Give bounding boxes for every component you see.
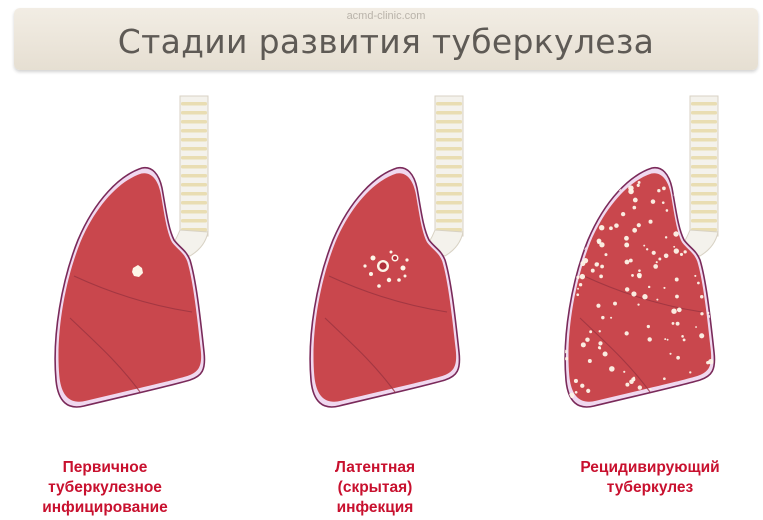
watermark: acmd-clinic.com xyxy=(14,10,758,22)
caption-line: инфицирование xyxy=(5,498,205,518)
lung-diagram-primary xyxy=(40,90,250,420)
caption-latent: Латентная (скрытая) инфекция xyxy=(275,458,475,518)
trachea xyxy=(168,96,208,256)
lung-diagram-latent xyxy=(295,90,505,420)
lung-diagram-recurrent xyxy=(550,90,760,420)
title-banner: acmd-clinic.com Стадии развития туберкул… xyxy=(14,8,758,70)
page-title: Стадии развития туберкулеза xyxy=(14,22,758,61)
trachea xyxy=(423,96,463,256)
caption-line: Рецидивирующий xyxy=(550,458,750,478)
caption-line: туберкулезное xyxy=(5,478,205,498)
caption-line: Латентная xyxy=(275,458,475,478)
caption-recurrent: Рецидивирующий туберкулез xyxy=(550,458,750,498)
caption-line: инфекция xyxy=(275,498,475,518)
trachea xyxy=(678,96,718,256)
caption-line: туберкулез xyxy=(550,478,750,498)
caption-primary: Первичное туберкулезное инфицирование xyxy=(5,458,205,518)
caption-line: (скрытая) xyxy=(275,478,475,498)
caption-line: Первичное xyxy=(5,458,205,478)
